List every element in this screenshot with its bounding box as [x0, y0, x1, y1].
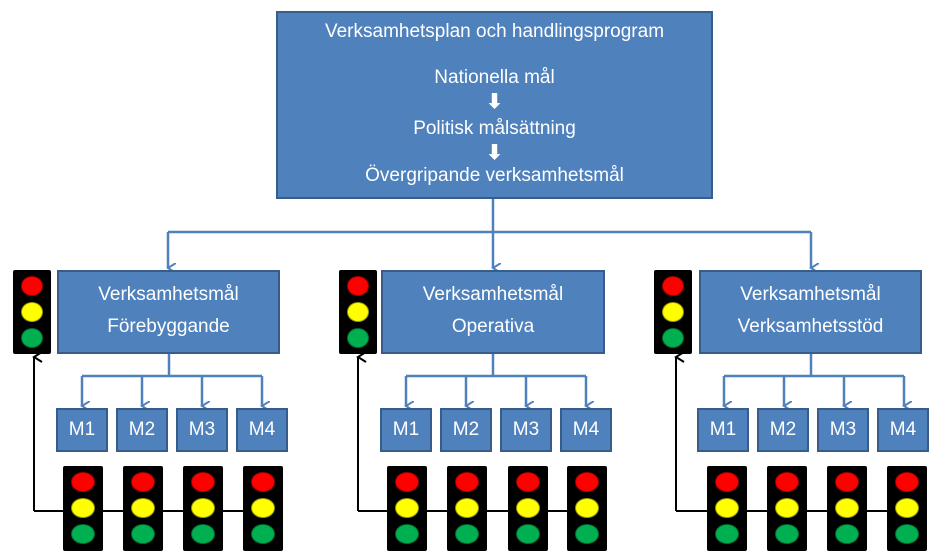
green-lamp-icon: [21, 328, 43, 348]
red-lamp-icon: [895, 472, 919, 492]
plan-box: Verksamhetsplan och handlingsprogram Nat…: [276, 11, 713, 199]
step-political-goal: Politisk målsättning: [413, 118, 576, 139]
yellow-lamp-icon: [895, 498, 919, 518]
goal-category: Verksamhetsstöd: [737, 316, 884, 337]
green-lamp-icon: [347, 328, 369, 348]
red-lamp-icon: [21, 276, 43, 296]
top-tree-connector: [168, 199, 811, 268]
measure-box-m4: M4: [877, 408, 929, 452]
red-lamp-icon: [715, 472, 739, 492]
green-lamp-icon: [775, 524, 799, 544]
measure-box-m1: M1: [56, 408, 108, 452]
red-lamp-icon: [662, 276, 684, 296]
traffic-light-icon: [827, 466, 867, 551]
goal-box-support: Verksamhetsmål Verksamhetsstöd: [699, 270, 922, 354]
measure-box-m4: M4: [560, 408, 612, 452]
yellow-lamp-icon: [251, 498, 275, 518]
measure-box-m3: M3: [500, 408, 552, 452]
red-lamp-icon: [775, 472, 799, 492]
goal-category: Förebyggande: [107, 316, 230, 337]
goal-box-operative: Verksamhetsmål Operativa: [381, 270, 605, 354]
traffic-light-icon: [767, 466, 807, 551]
traffic-light-icon: [183, 466, 223, 551]
traffic-light-icon: [887, 466, 927, 551]
red-lamp-icon: [575, 472, 599, 492]
measure-box-m2: M2: [440, 408, 492, 452]
yellow-lamp-icon: [575, 498, 599, 518]
traffic-light-icon: [508, 466, 548, 551]
yellow-lamp-icon: [715, 498, 739, 518]
yellow-lamp-icon: [455, 498, 479, 518]
traffic-light-icon: [63, 466, 103, 551]
traffic-light-icon: [567, 466, 607, 551]
green-lamp-icon: [191, 524, 215, 544]
green-lamp-icon: [251, 524, 275, 544]
traffic-light-icon: [707, 466, 747, 551]
red-lamp-icon: [251, 472, 275, 492]
measure-box-m2: M2: [757, 408, 809, 452]
yellow-lamp-icon: [71, 498, 95, 518]
red-lamp-icon: [71, 472, 95, 492]
down-arrow-icon: ⬇: [486, 91, 503, 113]
green-lamp-icon: [71, 524, 95, 544]
green-lamp-icon: [662, 328, 684, 348]
yellow-lamp-icon: [191, 498, 215, 518]
group-2-measure-connector: [406, 354, 586, 406]
green-lamp-icon: [575, 524, 599, 544]
traffic-light-icon: [447, 466, 487, 551]
red-lamp-icon: [516, 472, 540, 492]
green-lamp-icon: [516, 524, 540, 544]
yellow-lamp-icon: [131, 498, 155, 518]
measure-box-m3: M3: [176, 408, 228, 452]
yellow-lamp-icon: [395, 498, 419, 518]
red-lamp-icon: [191, 472, 215, 492]
yellow-lamp-icon: [835, 498, 859, 518]
yellow-lamp-icon: [347, 302, 369, 322]
red-lamp-icon: [835, 472, 859, 492]
goal-box-preventive: Verksamhetsmål Förebyggande: [57, 270, 280, 354]
goal-category: Operativa: [451, 316, 535, 337]
traffic-light-icon: [387, 466, 427, 551]
measure-box-m1: M1: [697, 408, 749, 452]
green-lamp-icon: [395, 524, 419, 544]
green-lamp-icon: [715, 524, 739, 544]
green-lamp-icon: [895, 524, 919, 544]
down-arrow-icon: ⬇: [486, 142, 503, 164]
traffic-light-icon: [654, 270, 692, 354]
measure-box-m1: M1: [380, 408, 432, 452]
red-lamp-icon: [395, 472, 419, 492]
traffic-light-icon: [339, 270, 377, 354]
red-lamp-icon: [131, 472, 155, 492]
yellow-lamp-icon: [21, 302, 43, 322]
traffic-light-icon: [243, 466, 283, 551]
traffic-light-icon: [123, 466, 163, 551]
green-lamp-icon: [835, 524, 859, 544]
red-lamp-icon: [347, 276, 369, 296]
goal-label: Verksamhetsmål: [98, 284, 239, 305]
group-3-measure-connector: [724, 354, 904, 406]
plan-title: Verksamhetsplan och handlingsprogram: [324, 21, 665, 42]
measure-box-m3: M3: [817, 408, 869, 452]
measure-box-m4: M4: [236, 408, 288, 452]
group-1-measure-connector: [82, 354, 262, 406]
red-lamp-icon: [455, 472, 479, 492]
traffic-light-icon: [13, 270, 51, 354]
step-national-goals: Nationella mål: [434, 67, 555, 88]
yellow-lamp-icon: [662, 302, 684, 322]
measure-box-m2: M2: [116, 408, 168, 452]
goal-label: Verksamhetsmål: [740, 284, 881, 305]
green-lamp-icon: [131, 524, 155, 544]
yellow-lamp-icon: [775, 498, 799, 518]
goal-label: Verksamhetsmål: [422, 284, 564, 305]
step-overall-goals: Övergripande verksamhetsmål: [365, 165, 624, 186]
yellow-lamp-icon: [516, 498, 540, 518]
green-lamp-icon: [455, 524, 479, 544]
